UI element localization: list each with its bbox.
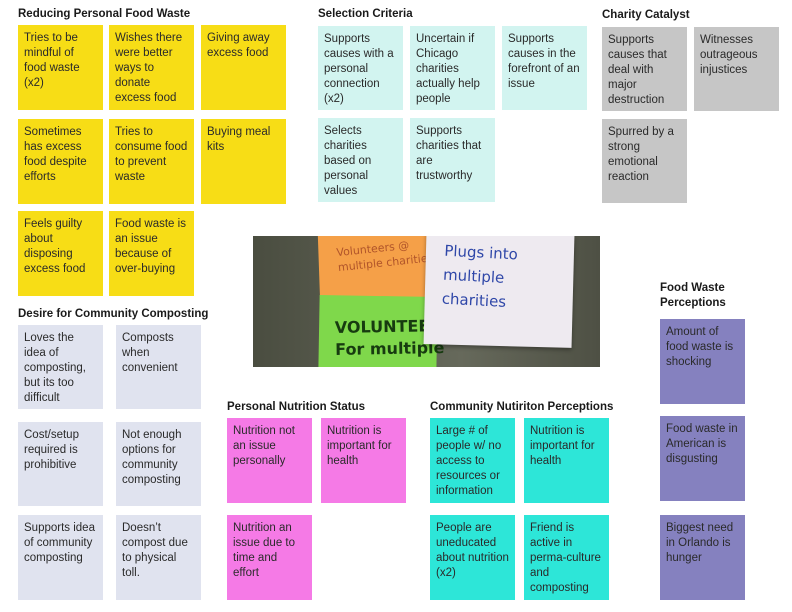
- sticky-note[interactable]: Spurred by a strong emotional reaction: [602, 119, 687, 203]
- sticky-note[interactable]: Cost/setup required is prohibitive: [18, 422, 103, 506]
- sticky-note[interactable]: Supports causes with a personal connecti…: [318, 26, 403, 110]
- sticky-note[interactable]: Witnesses outrageous injustices: [694, 27, 779, 111]
- sticky-note[interactable]: Doesn’t compost due to physical toll.: [116, 515, 201, 600]
- sticky-note[interactable]: Wishes there were better ways to donate …: [109, 25, 194, 110]
- sticky-note[interactable]: People are uneducated about nutrition (x…: [430, 515, 515, 600]
- sticky-note[interactable]: Large # of people w/ no access to resour…: [430, 418, 515, 503]
- sticky-note[interactable]: Feels guilty about disposing excess food: [18, 211, 103, 296]
- sticky-note[interactable]: Nutrition is important for health: [321, 418, 406, 503]
- sticky-note[interactable]: Uncertain if Chicago charities actually …: [410, 26, 495, 110]
- sticky-note[interactable]: Nutrition an issue due to time and effor…: [227, 515, 312, 600]
- section-title-charity-catalyst: Charity Catalyst: [602, 9, 690, 21]
- sticky-note[interactable]: Selects charities based on personal valu…: [318, 118, 403, 202]
- sticky-note[interactable]: Tries to consume food to prevent waste: [109, 119, 194, 204]
- sticky-note[interactable]: Nutrition not an issue personally: [227, 418, 312, 503]
- sticky-note[interactable]: Sometimes has excess food despite effort…: [18, 119, 103, 204]
- sticky-note[interactable]: Giving away excess food: [201, 25, 286, 110]
- handwritten-white-text: Plugs into multiple charities: [441, 241, 519, 311]
- sticky-note[interactable]: Amount of food waste is shocking: [660, 319, 745, 404]
- sticky-note[interactable]: Food waste in American is disgusting: [660, 416, 745, 501]
- sticky-note[interactable]: Not enough options for community compost…: [116, 422, 201, 506]
- section-title-selection-criteria: Selection Criteria: [318, 8, 413, 20]
- sticky-note[interactable]: Tries to be mindful of food waste (x2): [18, 25, 103, 110]
- section-title-community-nutrition: Community Nutiriton Perceptions: [430, 401, 614, 413]
- sticky-note[interactable]: Food waste is an issue because of over-b…: [109, 211, 194, 296]
- sticky-note[interactable]: Supports causes in the forefront of an i…: [502, 26, 587, 110]
- section-title-food-waste-perceptions: Food Waste Perceptions: [660, 282, 726, 309]
- sticky-note[interactable]: Nutrition is important for health: [524, 418, 609, 503]
- sticky-note[interactable]: Friend is active in perma-culture and co…: [524, 515, 609, 600]
- sticky-note[interactable]: Supports idea of community composting: [18, 515, 103, 600]
- sticky-note[interactable]: Biggest need in Orlando is hunger: [660, 515, 745, 600]
- sticky-note[interactable]: Buying meal kits: [201, 119, 286, 204]
- sticky-notes-photo: Volunteers @ multiple charities VOLUNTEE…: [253, 236, 600, 367]
- section-title-community-composting: Desire for Community Composting: [18, 308, 209, 320]
- section-title-personal-nutrition: Personal Nutrition Status: [227, 401, 366, 413]
- sticky-note[interactable]: Composts when convenient: [116, 325, 201, 409]
- sticky-note[interactable]: Supports charities that are trustworthy: [410, 118, 495, 202]
- sticky-note[interactable]: Supports causes that deal with major des…: [602, 27, 687, 111]
- sticky-note[interactable]: Loves the idea of composting, but its to…: [18, 325, 103, 409]
- section-title-reducing-waste: Reducing Personal Food Waste: [18, 8, 191, 20]
